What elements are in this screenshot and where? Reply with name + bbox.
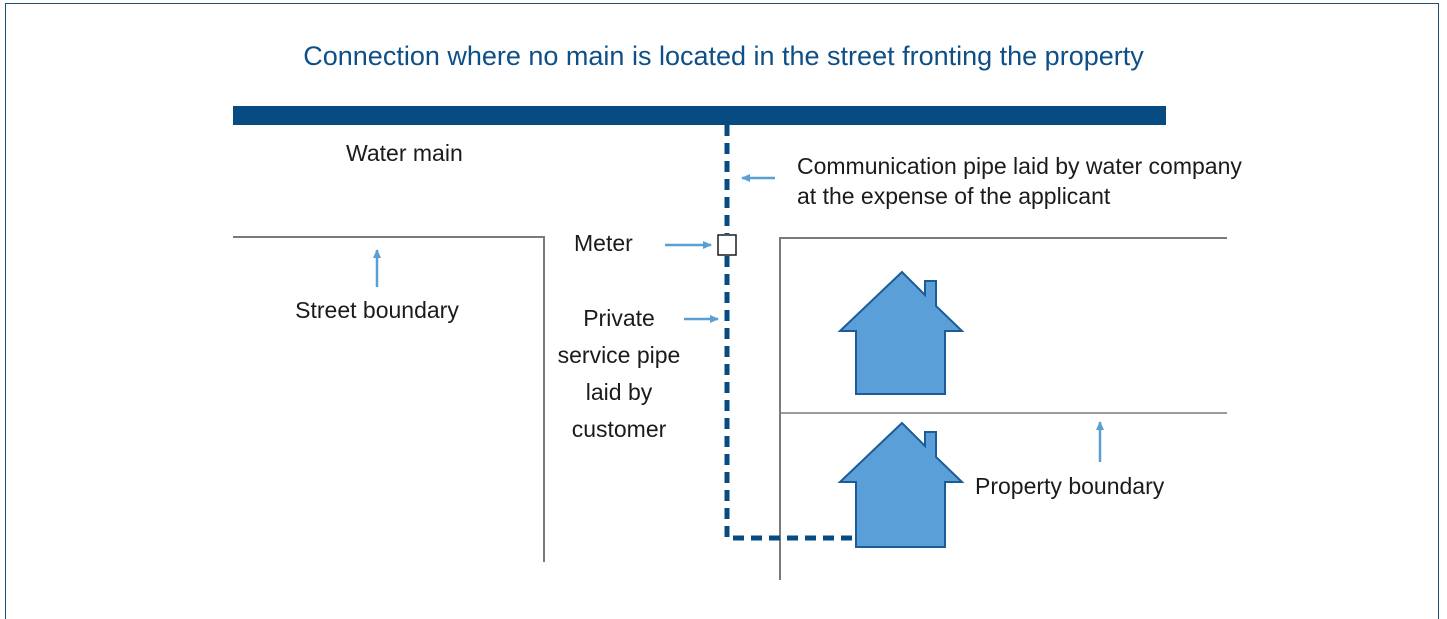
house-icon-lower xyxy=(837,421,965,548)
private-pipe-label-line4: customer xyxy=(571,416,667,442)
water-main-label: Water main xyxy=(346,140,463,166)
diagram-frame xyxy=(5,3,1439,619)
private-pipe-label-line1: Private xyxy=(583,305,655,331)
property-boundary-line-outer xyxy=(779,237,1227,580)
diagram-title: Connection where no main is located in t… xyxy=(303,41,1144,71)
meter-label: Meter xyxy=(574,230,633,256)
communication-pipe-label-line1: Communication pipe laid by water company xyxy=(797,153,1242,179)
communication-pipe-label-line2: at the expense of the applicant xyxy=(797,183,1111,209)
meter-box xyxy=(717,234,737,256)
property-boundary-label: Property boundary xyxy=(975,473,1165,499)
water-main-bar xyxy=(233,106,1166,125)
private-pipe-label-line2: service pipe xyxy=(557,342,681,368)
street-boundary-line xyxy=(233,236,545,562)
house-icon-upper xyxy=(837,270,965,395)
street-boundary-label: Street boundary xyxy=(295,297,459,323)
private-pipe-label-line3: laid by xyxy=(585,379,653,405)
private-service-pipe xyxy=(724,256,855,541)
